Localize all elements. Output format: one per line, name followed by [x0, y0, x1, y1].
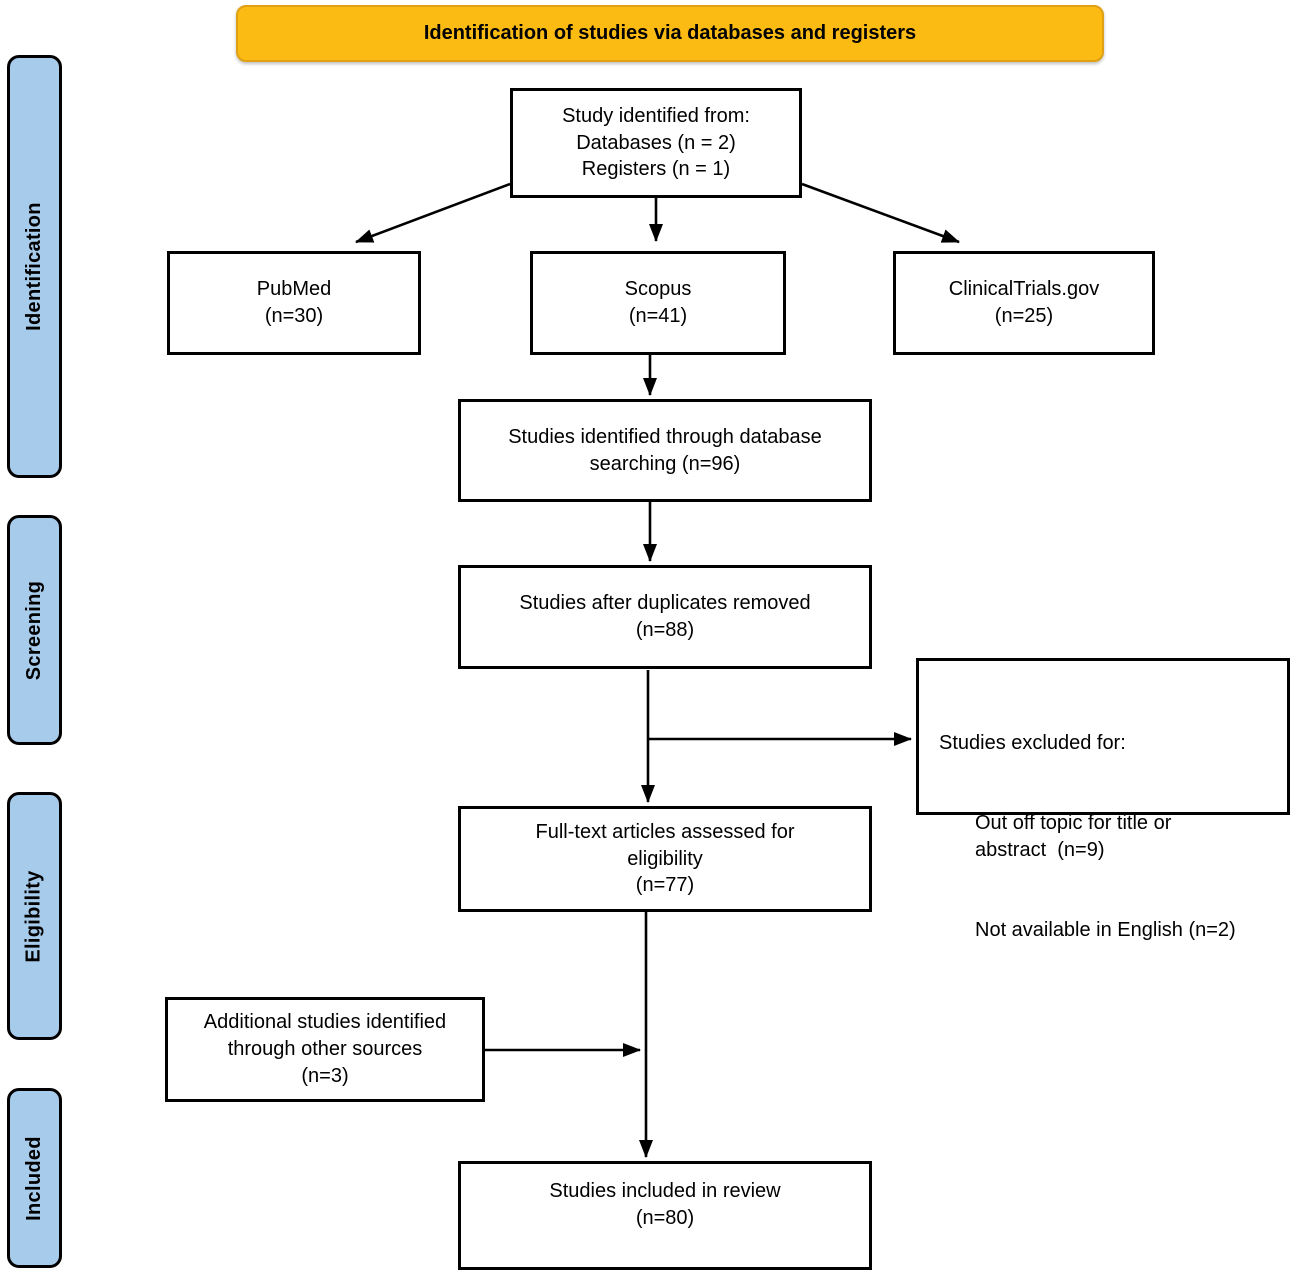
phase-label-included: Included	[7, 1088, 62, 1268]
excluded-reason-not-english: Not available in English (n=2)	[975, 919, 1236, 942]
box-studies-excluded: Studies excluded for: Out off topic for …	[916, 658, 1290, 941]
phase-label-screening-text: Screening	[23, 580, 45, 680]
box-clinicaltrials-gov: ClinicalTrials.gov (n=25)	[893, 251, 1155, 355]
box-study-identified-from: Study identified from: Databases (n = 2)…	[510, 88, 802, 198]
box-studies-included-in-review: Studies included in review (n=80)	[458, 1161, 872, 1270]
box-studies-after-duplicates-removed: Studies after duplicates removed (n=88)	[458, 565, 872, 669]
arrow-study-to-pubmed	[355, 182, 511, 244]
phase-label-screening: Screening	[7, 515, 62, 745]
phase-label-eligibility: Eligibility	[7, 792, 62, 1040]
excluded-reason-out-of-topic: Out off topic for title or abstract (n=9…	[975, 811, 1172, 861]
phase-label-identification: Identification	[7, 55, 62, 478]
phase-label-identification-text: Identification	[23, 202, 45, 331]
box-additional-studies-other-sources: Additional studies identified through ot…	[165, 997, 485, 1102]
excluded-title: Studies excluded for:	[939, 731, 1126, 754]
box-fulltext-assessed: Full-text articles assessed for eligibil…	[458, 806, 872, 912]
banner-identification-of-studies: Identification of studies via databases …	[236, 5, 1104, 62]
box-pubmed: PubMed (n=30)	[167, 251, 421, 355]
phase-label-eligibility-text: Eligibility	[23, 869, 46, 963]
arrow-study-to-clinicaltrials	[801, 182, 960, 244]
box-studies-identified-database-search: Studies identified through database sear…	[458, 399, 872, 502]
box-scopus: Scopus (n=41)	[530, 251, 786, 355]
phase-label-included-text: Included	[23, 1135, 46, 1221]
